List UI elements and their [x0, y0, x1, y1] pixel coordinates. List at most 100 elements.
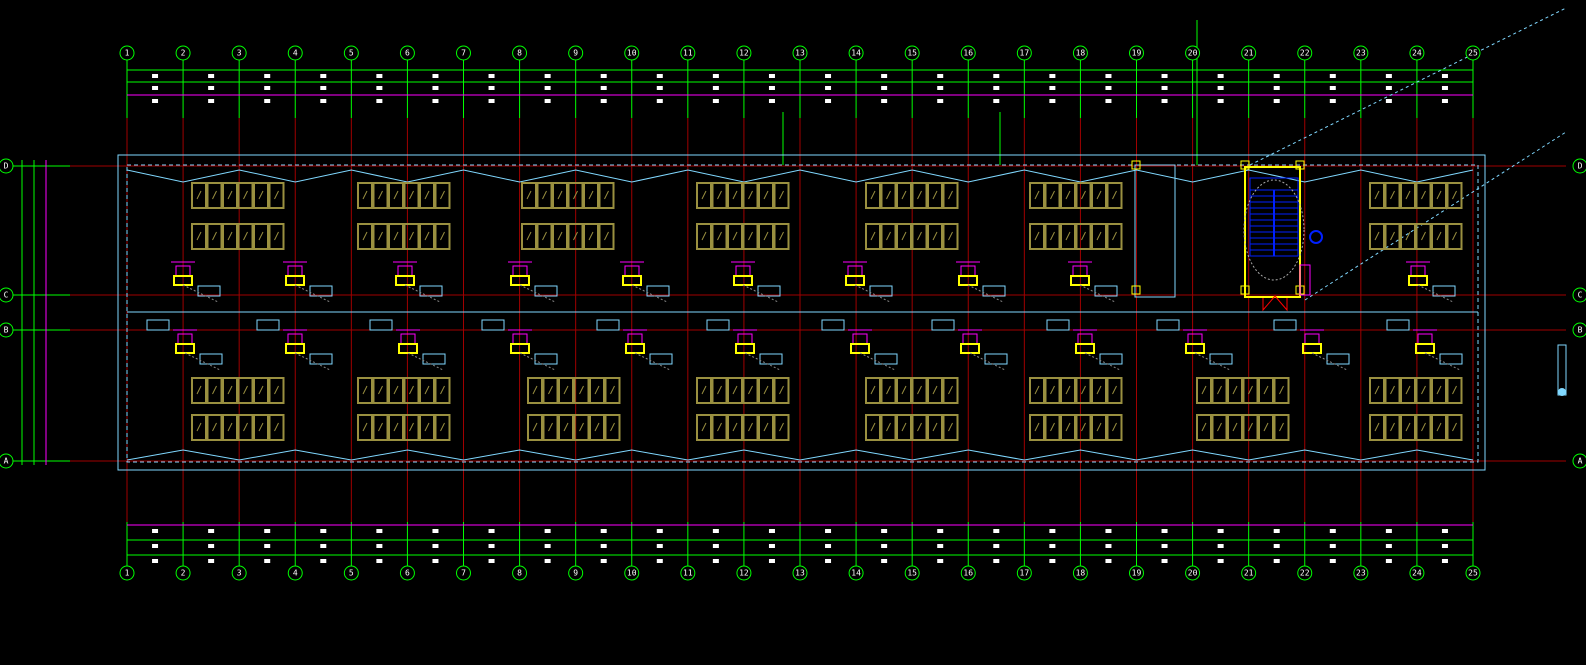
fixture-leader	[407, 352, 444, 371]
desk	[1431, 414, 1447, 441]
desk-mark	[440, 231, 445, 241]
desk	[403, 182, 420, 209]
column-axis-label: 17	[1020, 569, 1030, 578]
desk-mark	[1034, 190, 1040, 200]
desk	[191, 377, 207, 404]
desk-mark	[1096, 190, 1102, 200]
desk-mark	[1217, 385, 1222, 395]
desk-mark	[901, 422, 907, 432]
axis-bubble	[568, 565, 584, 581]
desk-mark	[393, 231, 399, 241]
desk	[1106, 223, 1123, 250]
desk-mark	[573, 190, 578, 200]
dimension-text	[881, 99, 888, 103]
desk	[1060, 414, 1076, 441]
fixture-unit	[1299, 264, 1311, 296]
dimension-text	[376, 559, 383, 563]
desk-mark	[1248, 385, 1253, 395]
fixture-tank	[649, 353, 673, 365]
desk	[1060, 223, 1076, 250]
desk	[896, 414, 912, 441]
desk-mark	[548, 422, 553, 432]
desk-mark	[1096, 231, 1102, 241]
dimension-text	[1105, 74, 1112, 78]
column-axis-label: 2	[181, 49, 186, 58]
column-axis-label: 8	[517, 49, 522, 58]
desk-mark	[1112, 385, 1117, 395]
dimension-text	[488, 529, 495, 533]
desk-mark	[532, 385, 538, 395]
desk-mark	[610, 385, 615, 395]
desk	[742, 377, 759, 404]
dimension-text	[1273, 99, 1280, 103]
desk-mark	[258, 385, 264, 395]
desk-mark	[362, 231, 368, 241]
desk	[711, 182, 728, 209]
desk	[598, 182, 615, 209]
dimension-text	[1329, 86, 1336, 90]
desk	[1106, 377, 1123, 404]
desk-mark	[1421, 385, 1426, 395]
dimension-text	[1161, 544, 1168, 548]
row-axis-label: D	[4, 162, 9, 171]
column-axis-label: 5	[349, 49, 354, 58]
column-axis-label: 16	[963, 569, 973, 578]
column-axis-label: 11	[683, 569, 693, 578]
desk-mark	[378, 231, 383, 241]
desk-mark	[1034, 385, 1040, 395]
desk-mark	[212, 385, 217, 395]
desk-mark	[227, 385, 233, 395]
column-axis-label: 9	[573, 569, 578, 578]
desk-mark	[1390, 422, 1395, 432]
desk-mark	[717, 422, 722, 432]
desk-mark	[717, 190, 722, 200]
furniture	[191, 182, 1463, 441]
fixture-tank	[422, 353, 446, 365]
desk-mark	[763, 231, 769, 241]
desk	[758, 377, 774, 404]
fixture-tank	[309, 353, 333, 365]
desk-mark	[1096, 385, 1102, 395]
dimension-text	[208, 544, 215, 548]
desk	[742, 182, 759, 209]
desk-mark	[932, 422, 938, 432]
dimension-text	[376, 74, 383, 78]
desk	[434, 182, 451, 209]
dimension-text	[432, 529, 439, 533]
dimension-text	[1105, 529, 1112, 533]
column-axis-label: 14	[851, 49, 861, 58]
desk-mark	[917, 190, 922, 200]
desk	[253, 377, 269, 404]
fixture-tank	[481, 319, 505, 331]
desk	[253, 182, 269, 209]
fixture-leader	[969, 352, 1006, 371]
dimension-text	[152, 74, 159, 78]
axis-bubble	[1353, 45, 1369, 61]
desk-mark	[1112, 422, 1117, 432]
axis-bubble	[287, 565, 303, 581]
desk-mark	[563, 385, 569, 395]
desk	[1044, 414, 1061, 441]
fixtures	[146, 261, 1463, 371]
dimension-text	[544, 86, 551, 90]
fixture-leader	[404, 284, 441, 303]
column-axis-label: 23	[1356, 569, 1366, 578]
dimension-text	[600, 544, 607, 548]
axis-labels: 1122334455667788991010111112121313141415…	[0, 45, 1586, 581]
desk	[237, 377, 254, 404]
dimension-text	[1385, 74, 1392, 78]
desk	[696, 223, 712, 250]
fixture-leader	[1311, 352, 1348, 371]
desk	[527, 377, 543, 404]
desk	[1415, 377, 1432, 404]
desk-mark	[1050, 231, 1055, 241]
fixture-leader	[854, 284, 891, 303]
desk	[696, 377, 712, 404]
axis-bubble	[792, 45, 808, 61]
dimension-text	[1217, 99, 1224, 103]
fixture-tank	[534, 353, 558, 365]
dimension-text	[1441, 86, 1448, 90]
desk-mark	[1405, 422, 1411, 432]
axis-bubble	[1072, 565, 1088, 581]
desk-mark	[557, 231, 563, 241]
